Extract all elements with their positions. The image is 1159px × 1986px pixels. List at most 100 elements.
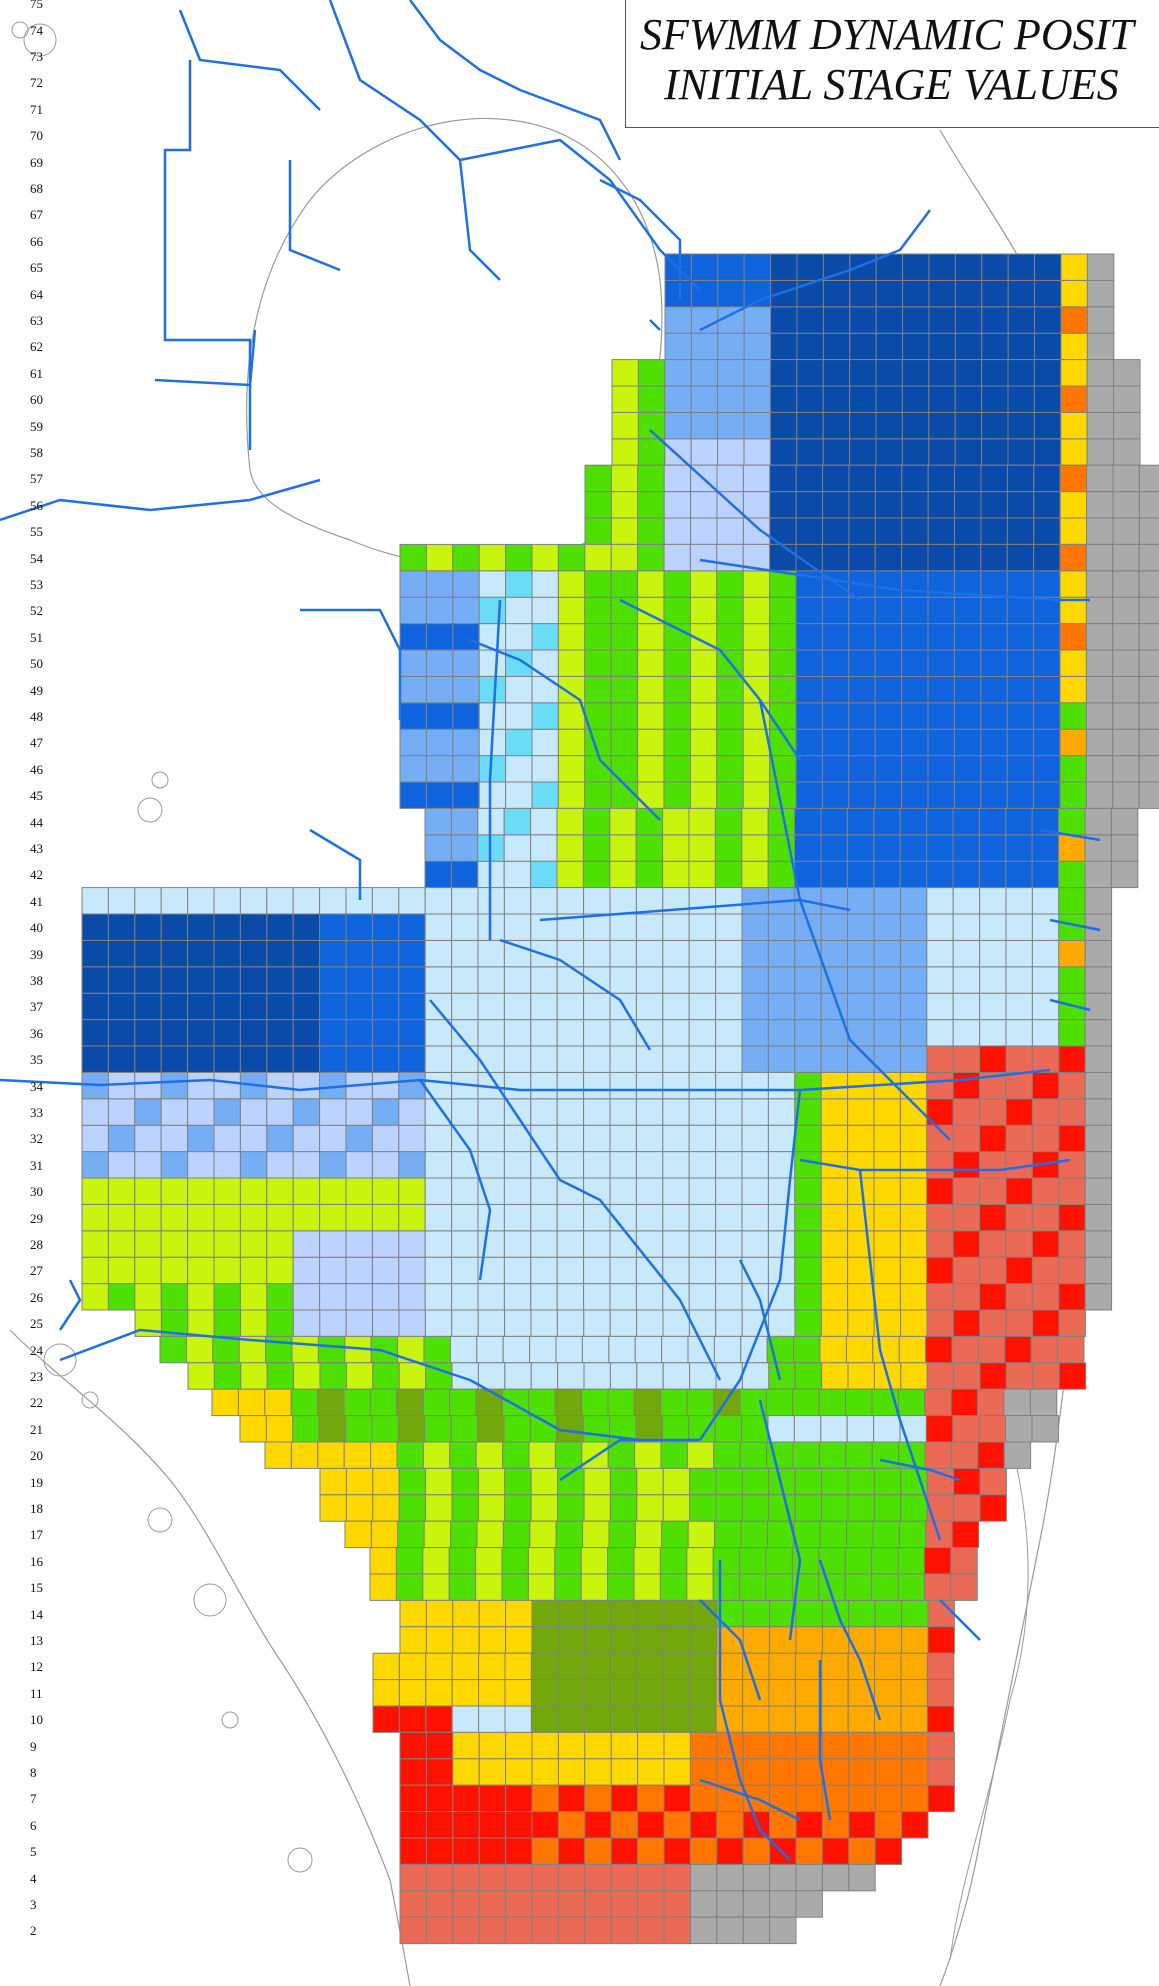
grid-cell	[1058, 1124, 1086, 1153]
grid-cell	[792, 1441, 820, 1469]
grid-cell	[1138, 623, 1159, 651]
grid-cell	[557, 1890, 586, 1918]
grid-cell	[770, 306, 798, 334]
grid-cell	[451, 1705, 480, 1733]
row-number-label: 39	[30, 946, 43, 962]
grid-cell	[637, 491, 665, 519]
grid-cell	[743, 411, 771, 440]
grid-cell	[978, 860, 1007, 889]
grid-cell	[873, 1256, 901, 1285]
grid-cell	[950, 1441, 979, 1469]
grid-cell	[398, 1098, 426, 1126]
grid-cell	[901, 464, 929, 493]
grid-cell	[1005, 1045, 1033, 1073]
grid-cell	[637, 1731, 665, 1760]
grid-cell	[452, 1599, 480, 1628]
grid-cell	[873, 1467, 902, 1496]
canal-line	[858, 1169, 902, 1421]
grid-cell	[795, 1784, 823, 1813]
grid-cell	[873, 992, 901, 1021]
grid-cell	[610, 1837, 639, 1865]
grid-cell	[345, 1151, 373, 1179]
grid-cell	[874, 675, 903, 704]
grid-cell	[1138, 570, 1159, 598]
grid-cell	[793, 1415, 822, 1443]
grid-cell	[821, 1362, 849, 1390]
grid-cell	[369, 1573, 397, 1601]
grid-cell	[1138, 755, 1159, 783]
grid-cell	[688, 1230, 717, 1258]
grid-cell	[1138, 728, 1159, 757]
grid-cell	[290, 1388, 319, 1417]
grid-cell	[107, 939, 136, 968]
grid-cell	[663, 702, 691, 730]
grid-cell	[635, 860, 664, 889]
grid-cell	[1031, 1415, 1059, 1443]
grid-cell	[584, 649, 612, 677]
grid-cell	[795, 1837, 823, 1865]
grid-cell	[239, 1151, 268, 1179]
grid-cell	[266, 1019, 294, 1047]
grid-cell	[741, 913, 769, 941]
grid-cell	[1034, 279, 1062, 308]
grid-cell	[344, 1520, 372, 1549]
row-number-label: 35	[30, 1052, 43, 1068]
grid-cell	[556, 807, 584, 836]
grid-cell	[689, 1652, 717, 1681]
grid-cell	[1007, 359, 1035, 387]
grid-cell	[901, 1784, 929, 1813]
grid-cell	[1086, 306, 1115, 334]
grid-cell	[1007, 332, 1036, 361]
grid-cell	[609, 1230, 637, 1258]
grid-cell	[874, 1626, 903, 1654]
grid-cell	[556, 939, 585, 968]
row-number-label: 70	[30, 128, 43, 144]
grid-cell	[582, 1415, 611, 1443]
grid-cell	[769, 649, 797, 677]
grid-cell	[952, 939, 981, 968]
grid-cell	[635, 1151, 664, 1179]
grid-cell	[1058, 807, 1086, 836]
grid-cell	[849, 332, 877, 361]
grid-cell	[740, 1335, 768, 1364]
grid-cell	[767, 992, 796, 1021]
grid-cell	[610, 464, 639, 493]
grid-cell	[848, 1784, 876, 1813]
canal-line	[499, 938, 652, 1051]
grid-cell	[873, 1203, 901, 1232]
grid-cell	[636, 1494, 664, 1522]
grid-cell	[556, 1230, 585, 1258]
grid-cell	[505, 702, 533, 730]
grid-cell	[795, 596, 823, 625]
grid-cell	[793, 1335, 821, 1364]
grid-cell	[636, 1705, 664, 1733]
grid-cell	[293, 1362, 321, 1390]
grid-cell	[505, 675, 533, 704]
grid-cell	[663, 570, 691, 598]
grid-cell	[902, 253, 930, 281]
grid-cell	[717, 279, 745, 308]
grid-cell	[1031, 1177, 1060, 1205]
grid-cell	[978, 834, 1007, 862]
grid-cell	[292, 1124, 321, 1153]
grid-cell	[1112, 543, 1140, 572]
grid-cell	[954, 279, 983, 308]
map-title-box: SFWMM DYNAMIC POSIT INITIAL STAGE VALUES	[625, 0, 1159, 128]
grid-cell	[452, 1811, 480, 1839]
grid-cell	[398, 1177, 426, 1205]
island-outline	[147, 1507, 173, 1533]
canal-line	[409, 0, 521, 92]
grid-cell	[557, 1837, 586, 1865]
grid-cell	[794, 913, 822, 941]
grid-cell	[610, 543, 639, 572]
grid-cell	[847, 1309, 875, 1337]
grid-cell	[107, 1230, 136, 1258]
grid-cell	[1033, 491, 1061, 519]
grid-cell	[979, 1256, 1007, 1285]
grid-cell	[848, 1731, 876, 1760]
grid-cell	[715, 1203, 743, 1232]
grid-cell	[662, 1230, 690, 1258]
grid-cell	[1060, 359, 1088, 387]
grid-cell	[637, 702, 665, 730]
grid-cell	[901, 411, 930, 440]
